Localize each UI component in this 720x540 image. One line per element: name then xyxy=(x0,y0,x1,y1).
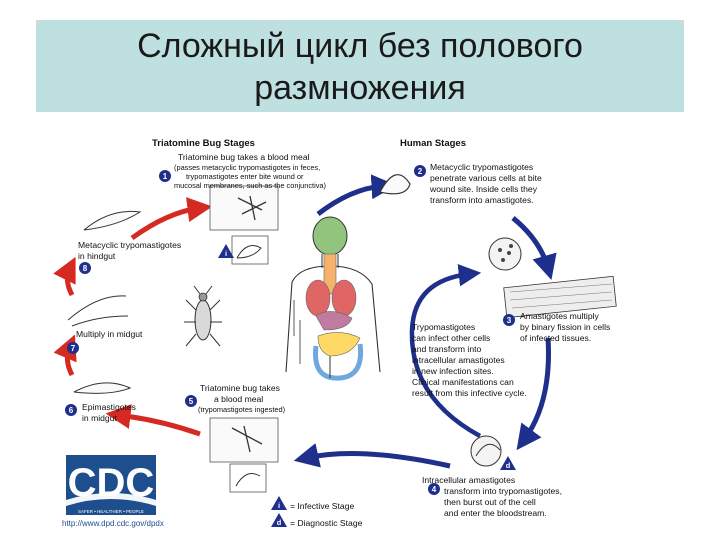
step-6-badge xyxy=(65,404,77,416)
step-8-line-1: Metacyclic trypomastigotes xyxy=(78,240,181,250)
amastigote-dot xyxy=(507,251,511,255)
step-2-line-1: Metacyclic trypomastigotes xyxy=(430,162,533,172)
step-1-badge xyxy=(159,170,171,182)
diagnostic-marker-symbol: d xyxy=(506,461,511,470)
tissue-fibers xyxy=(509,283,613,309)
reinfection-line-1: Trypomastigotes xyxy=(412,322,475,332)
diagnostic-stage-marker xyxy=(500,456,516,470)
step-5-line-2: a blood meal xyxy=(214,394,263,404)
reinfection-line-6: Clinical manifestations can xyxy=(412,377,514,387)
trypomastigote-icon xyxy=(236,245,262,259)
reinfection-line-2: can infect other cells xyxy=(412,333,490,343)
step-6-line-1: Epimastigotes xyxy=(82,402,136,412)
legend-diagnostic-icon xyxy=(271,513,287,527)
arrow-human-reinfection xyxy=(409,264,482,438)
step-8-number: 8 xyxy=(83,264,88,273)
amastigote-dot xyxy=(509,244,513,248)
step-4-line-1: Intracellular amastigotes xyxy=(422,475,515,485)
reinfection-line-7: result from this infective cycle. xyxy=(412,388,527,398)
infected-cell-image xyxy=(488,237,522,271)
legend-infective-label: = Infective Stage xyxy=(290,501,354,511)
step-4-line-2: transform into trypomastigotes, xyxy=(444,486,562,496)
amastigote-dot xyxy=(501,258,505,262)
step-8-badge xyxy=(79,262,91,274)
step-2-line-2: penetrate various cells at bite xyxy=(430,173,542,183)
step-6-number: 6 xyxy=(69,406,74,415)
bug-stages-header: Triatomine Bug Stages xyxy=(152,138,255,149)
legend-infective-icon xyxy=(271,496,287,510)
arrow-bug-8-to-1 xyxy=(130,197,213,241)
triatomine-bug-illustration xyxy=(184,285,222,347)
reinfection-line-3: and transform into xyxy=(412,344,481,354)
step-1-line-3: trypomastigotes enter bite wound or xyxy=(186,172,304,181)
metacyclic-trypomastigote-icon xyxy=(379,174,411,195)
reinfection-line-4: intracellular amastigotes xyxy=(412,355,505,365)
step-3-badge xyxy=(503,314,515,326)
amastigote-dot xyxy=(498,248,502,252)
cdc-logo-text: CDC xyxy=(68,461,155,505)
legend-diagnostic-label: = Diagnostic Stage xyxy=(290,518,363,528)
step-4-line-3: then burst out of the cell xyxy=(444,497,536,507)
step-2-number: 2 xyxy=(418,167,423,176)
step-7-badge xyxy=(67,342,79,354)
legend-diagnostic-symbol: d xyxy=(277,518,282,527)
title-band: Сложный цикл без полового размножения xyxy=(36,20,684,112)
step-4-number: 4 xyxy=(432,485,437,494)
step-3-line-2: by binary fission in cells xyxy=(520,322,610,332)
arrow-bug-7-to-8 xyxy=(53,256,76,297)
step-3-line-1: Amastigotes multiply xyxy=(520,311,600,321)
arrow-bug-5-to-6 xyxy=(105,404,201,437)
legend-infective-symbol: i xyxy=(278,501,280,510)
step-5-badge xyxy=(185,395,197,407)
step-7-number: 7 xyxy=(71,344,76,353)
step-2-line-4: transform into amastigotes. xyxy=(430,195,534,205)
step-8-line-2: in hindgut xyxy=(78,251,116,261)
reinfection-line-5: in new infection sites. xyxy=(412,366,494,376)
arrow-human-4-to-5 xyxy=(293,443,451,469)
human-stages-header: Human Stages xyxy=(400,138,466,149)
trypomastigote-icon xyxy=(235,473,261,487)
bug-blood-meal-image xyxy=(209,417,279,463)
infective-marker-symbol: i xyxy=(225,249,227,258)
bug-feeding-icon xyxy=(237,195,267,221)
arrow-human-3-to-4 xyxy=(516,337,551,451)
bite-wound-image xyxy=(209,185,279,231)
step-3-line-3: of infected tissues. xyxy=(520,333,591,343)
trypomastigote-inset-image xyxy=(229,463,267,493)
arrow-human-2-to-3 xyxy=(511,216,557,281)
step-7-line-1: Multiply in midgut xyxy=(76,329,143,339)
infective-stage-marker xyxy=(218,244,234,258)
cdc-logo-tagline: SAFER • HEALTHIER • PEOPLE xyxy=(78,509,144,514)
title-line-2: размножения xyxy=(254,69,466,107)
step-5-line-1: Triatomine bug takes xyxy=(200,383,280,393)
step-4-badge xyxy=(428,483,440,495)
metacyclic-inset-image xyxy=(231,235,269,265)
step-4-line-4: and enter the bloodstream. xyxy=(444,508,547,518)
step-1-line-4: mucosal membranes, such as the conjuncti… xyxy=(174,181,326,190)
multiplying-epimastigote-icon xyxy=(67,295,129,327)
step-1-line-2: (passes metacyclic trypomastigotes in fe… xyxy=(174,163,320,172)
step-2-line-3: wound site. Inside cells they xyxy=(429,184,538,194)
epimastigote-icon xyxy=(73,382,132,394)
step-6-line-2: in midgut xyxy=(82,413,117,423)
arrow-human-1-to-2 xyxy=(316,174,397,216)
source-url: http://www.dpd.cdc.gov/dpdx xyxy=(62,519,164,528)
metacyclic-hindgut-icon xyxy=(83,210,142,231)
step-1-number: 1 xyxy=(163,172,168,181)
cdc-logo: CDC SAFER • HEALTHIER • PEOPLE xyxy=(66,455,156,515)
human-body-illustration xyxy=(285,216,381,381)
title-line-1: Сложный цикл без полового xyxy=(137,27,583,65)
bursting-cell-image xyxy=(470,435,502,467)
step-3-number: 3 xyxy=(507,316,512,325)
step-5-line-3: (trypomastigotes ingested) xyxy=(198,405,285,414)
bug-feeding-icon xyxy=(231,425,263,453)
step-1-line-1: Triatomine bug takes a blood meal xyxy=(178,152,310,162)
trypomastigote-icon xyxy=(475,443,501,457)
infected-tissue-image xyxy=(503,275,617,319)
step-2-badge xyxy=(414,165,426,177)
step-5-number: 5 xyxy=(189,397,194,406)
